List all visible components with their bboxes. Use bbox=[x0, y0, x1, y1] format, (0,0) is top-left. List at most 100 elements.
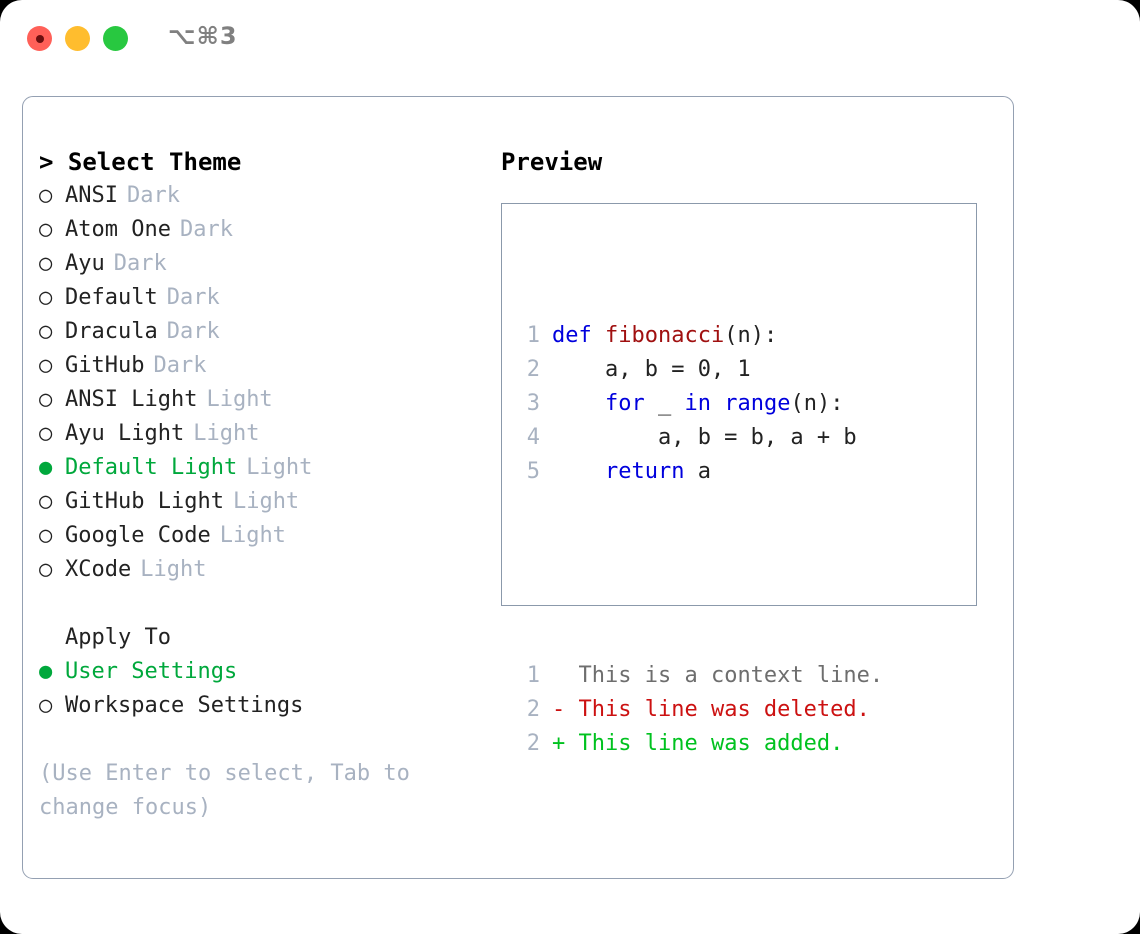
radio-unselected-icon: ○ bbox=[39, 693, 53, 718]
code-token: a, b = b, a + b bbox=[552, 425, 857, 450]
theme-option-google-code[interactable]: ○ Google Code Light bbox=[39, 519, 489, 553]
code-token: for bbox=[604, 391, 645, 416]
diff-sign: + bbox=[552, 731, 579, 756]
radio-unselected-icon: ○ bbox=[39, 217, 53, 242]
theme-option-kind: Light bbox=[140, 557, 207, 582]
theme-option-kind: Dark bbox=[166, 319, 220, 344]
line-number: 4 bbox=[526, 425, 540, 450]
radio-unselected-icon: ○ bbox=[39, 319, 53, 344]
minimize-button[interactable] bbox=[65, 26, 90, 51]
theme-option-kind: Light bbox=[206, 387, 273, 412]
theme-option-ansi-light[interactable]: ○ ANSI Light Light bbox=[39, 383, 489, 417]
line-number: 2 bbox=[526, 697, 540, 722]
theme-option-label: Default Light bbox=[65, 455, 238, 480]
code-line: 2 a, b = 0, 1 bbox=[518, 353, 883, 387]
code-token: (n): bbox=[790, 391, 844, 416]
radio-unselected-icon: ○ bbox=[39, 387, 53, 412]
code-token: a bbox=[684, 459, 711, 484]
theme-option-kind: Light bbox=[219, 523, 286, 548]
code-token: (n): bbox=[724, 323, 778, 348]
radio-unselected-icon: ○ bbox=[39, 183, 53, 208]
apply-to-option-list: ● User Settings ○ Workspace Settings bbox=[39, 655, 489, 723]
theme-option-kind: Dark bbox=[179, 217, 233, 242]
diff-text: This line was added. bbox=[578, 731, 844, 756]
traffic-lights bbox=[27, 26, 128, 51]
code-token: a, b = 0, 1 bbox=[552, 357, 751, 382]
code-token bbox=[592, 323, 605, 348]
radio-unselected-icon: ○ bbox=[39, 285, 53, 310]
theme-option-label: Ayu bbox=[65, 251, 105, 276]
theme-option-label: XCode bbox=[65, 557, 132, 582]
code-token bbox=[552, 391, 605, 416]
theme-option-label: ANSI Light bbox=[65, 387, 198, 412]
line-number: 3 bbox=[526, 391, 540, 416]
code-line: 3 for _ in range(n): bbox=[518, 387, 883, 421]
code-line: 1 def fibonacci(n): bbox=[518, 319, 883, 353]
window-titlebar: ⌥⌘3 bbox=[0, 0, 1140, 78]
line-number: 1 bbox=[526, 663, 540, 688]
radio-selected-icon: ● bbox=[39, 455, 53, 480]
code-token: _ bbox=[644, 391, 685, 416]
theme-option-kind: Light bbox=[246, 455, 313, 480]
maximize-button[interactable] bbox=[103, 26, 128, 51]
apply-to-option-workspace-settings[interactable]: ○ Workspace Settings bbox=[39, 689, 489, 723]
line-number: 2 bbox=[526, 357, 540, 382]
window-title-shortcut: ⌥⌘3 bbox=[168, 22, 238, 50]
theme-option-label: Google Code bbox=[65, 523, 211, 548]
code-token: def bbox=[552, 323, 592, 348]
theme-option-ayu[interactable]: ○ Ayu Dark bbox=[39, 247, 489, 281]
theme-option-ayu-light[interactable]: ○ Ayu Light Light bbox=[39, 417, 489, 451]
radio-unselected-icon: ○ bbox=[39, 421, 53, 446]
close-button[interactable] bbox=[27, 26, 52, 51]
theme-option-kind: Light bbox=[232, 489, 300, 514]
code-line: 4 a, b = b, a + b bbox=[518, 421, 883, 455]
line-number: 5 bbox=[526, 459, 540, 484]
select-theme-header: > Select Theme bbox=[39, 148, 242, 176]
apply-to-option-label: User Settings bbox=[65, 659, 238, 684]
radio-unselected-icon: ○ bbox=[39, 353, 53, 378]
theme-option-label: Ayu Light bbox=[65, 421, 185, 446]
radio-unselected-icon: ○ bbox=[39, 557, 53, 582]
code-token bbox=[711, 391, 724, 416]
apply-to-option-user-settings[interactable]: ● User Settings bbox=[39, 655, 489, 689]
code-token: fibonacci bbox=[605, 323, 725, 348]
theme-option-dracula[interactable]: ○ Dracula Dark bbox=[39, 315, 489, 349]
diff-sign: - bbox=[552, 697, 579, 722]
line-number: 2 bbox=[526, 731, 540, 756]
radio-selected-icon: ● bbox=[39, 659, 53, 684]
radio-unselected-icon: ○ bbox=[39, 489, 53, 514]
apply-to-option-label: Workspace Settings bbox=[65, 693, 304, 718]
radio-unselected-icon: ○ bbox=[39, 251, 53, 276]
code-line: 5 return a bbox=[518, 455, 883, 489]
theme-option-xcode[interactable]: ○ XCode Light bbox=[39, 553, 489, 587]
radio-unselected-icon: ○ bbox=[39, 523, 53, 548]
theme-option-kind: Light bbox=[193, 421, 260, 446]
code-diff-spacer bbox=[518, 557, 883, 591]
apply-to-title: Apply To bbox=[65, 625, 171, 650]
theme-option-default-light[interactable]: ● Default Light Light bbox=[39, 451, 489, 485]
theme-option-label: Dracula bbox=[65, 319, 158, 344]
diff-sample: 1 This is a context line. 2- This line wa… bbox=[518, 659, 883, 761]
theme-option-atom-one[interactable]: ○ Atom One Dark bbox=[39, 213, 489, 247]
code-token: in bbox=[684, 391, 711, 416]
theme-option-kind: Dark bbox=[153, 353, 207, 378]
diff-text: This is a context line. bbox=[578, 663, 884, 688]
line-number: 1 bbox=[526, 323, 540, 348]
preview-title: Preview bbox=[501, 148, 603, 176]
code-token bbox=[552, 459, 605, 484]
code-token: return bbox=[604, 459, 685, 484]
theme-option-kind: Dark bbox=[166, 285, 220, 310]
theme-option-label: Atom One bbox=[65, 217, 171, 242]
theme-option-kind: Dark bbox=[113, 251, 167, 276]
